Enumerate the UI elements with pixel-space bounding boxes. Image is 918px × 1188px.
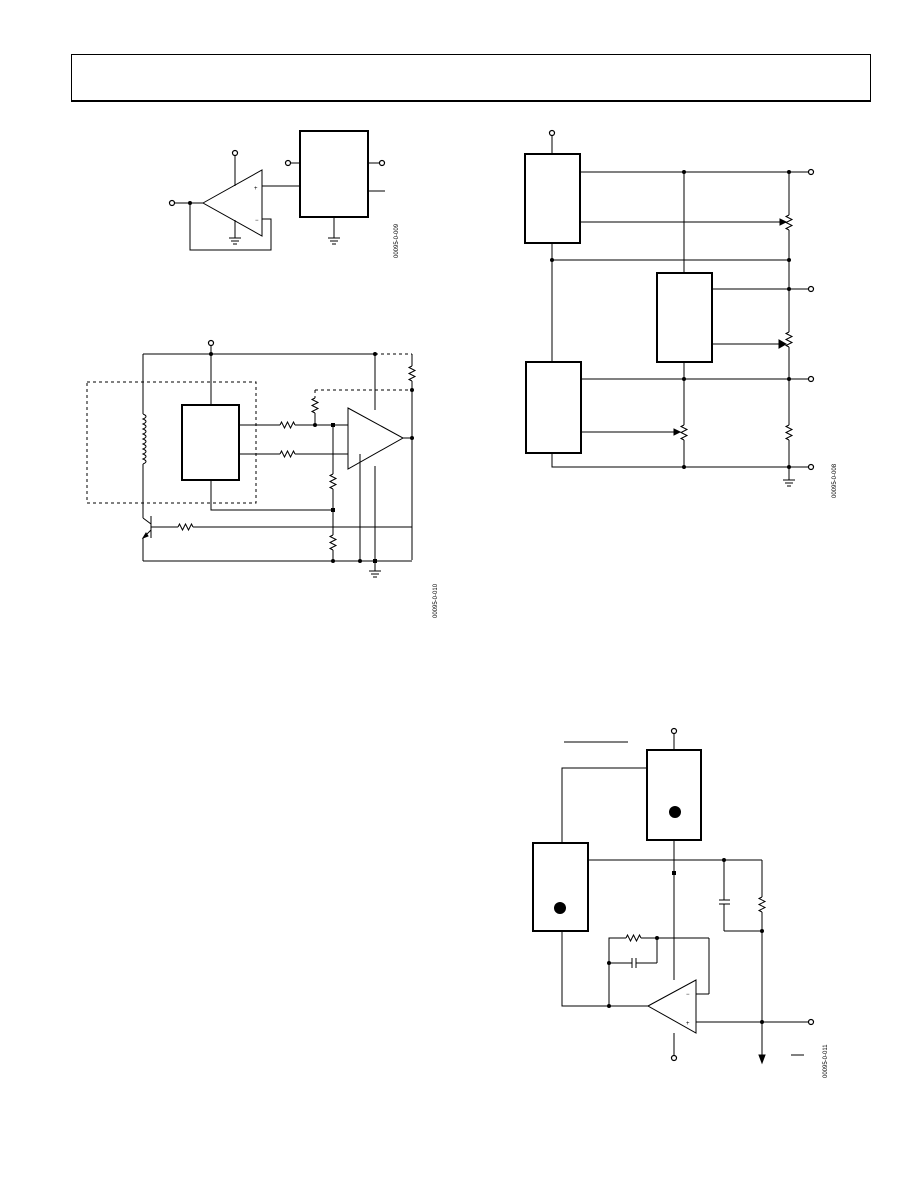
input-terminal [168, 199, 176, 207]
figure-code: 00095-0-011 [823, 1044, 829, 1078]
fig-two-block-opamp: − + 00095-0-011 [532, 727, 829, 1078]
fig-buffered-block: + − 00095-0-009 [168, 130, 400, 258]
svg-text:−: − [255, 218, 259, 224]
inductor-coil [141, 413, 147, 465]
fig-inductor-feedback: 00095-0-010 [86, 339, 439, 618]
fig-three-block-network: 00095-0-008 [524, 129, 838, 498]
ic-block-lower [532, 842, 589, 932]
control-opamp [646, 979, 697, 1034]
ic-block-top [524, 153, 581, 244]
pin-circle [669, 806, 681, 818]
svg-text:+: + [254, 186, 258, 192]
figure-code: 00095-0-008 [832, 463, 838, 498]
buffer-opamp [201, 169, 263, 237]
figure-code: 00095-0-009 [394, 223, 400, 258]
ic-block [299, 130, 369, 218]
sensor-block [181, 404, 240, 481]
ic-block-mid [656, 272, 713, 363]
svg-text:+: + [686, 1021, 690, 1027]
ic-block-bottom [525, 361, 582, 454]
dashed-enclosure [86, 381, 257, 504]
page-header-box [71, 54, 871, 102]
figure-code: 00095-0-010 [433, 583, 439, 618]
ic-block-upper [646, 749, 702, 841]
svg-text:−: − [686, 992, 690, 998]
output-opamp [347, 407, 405, 470]
